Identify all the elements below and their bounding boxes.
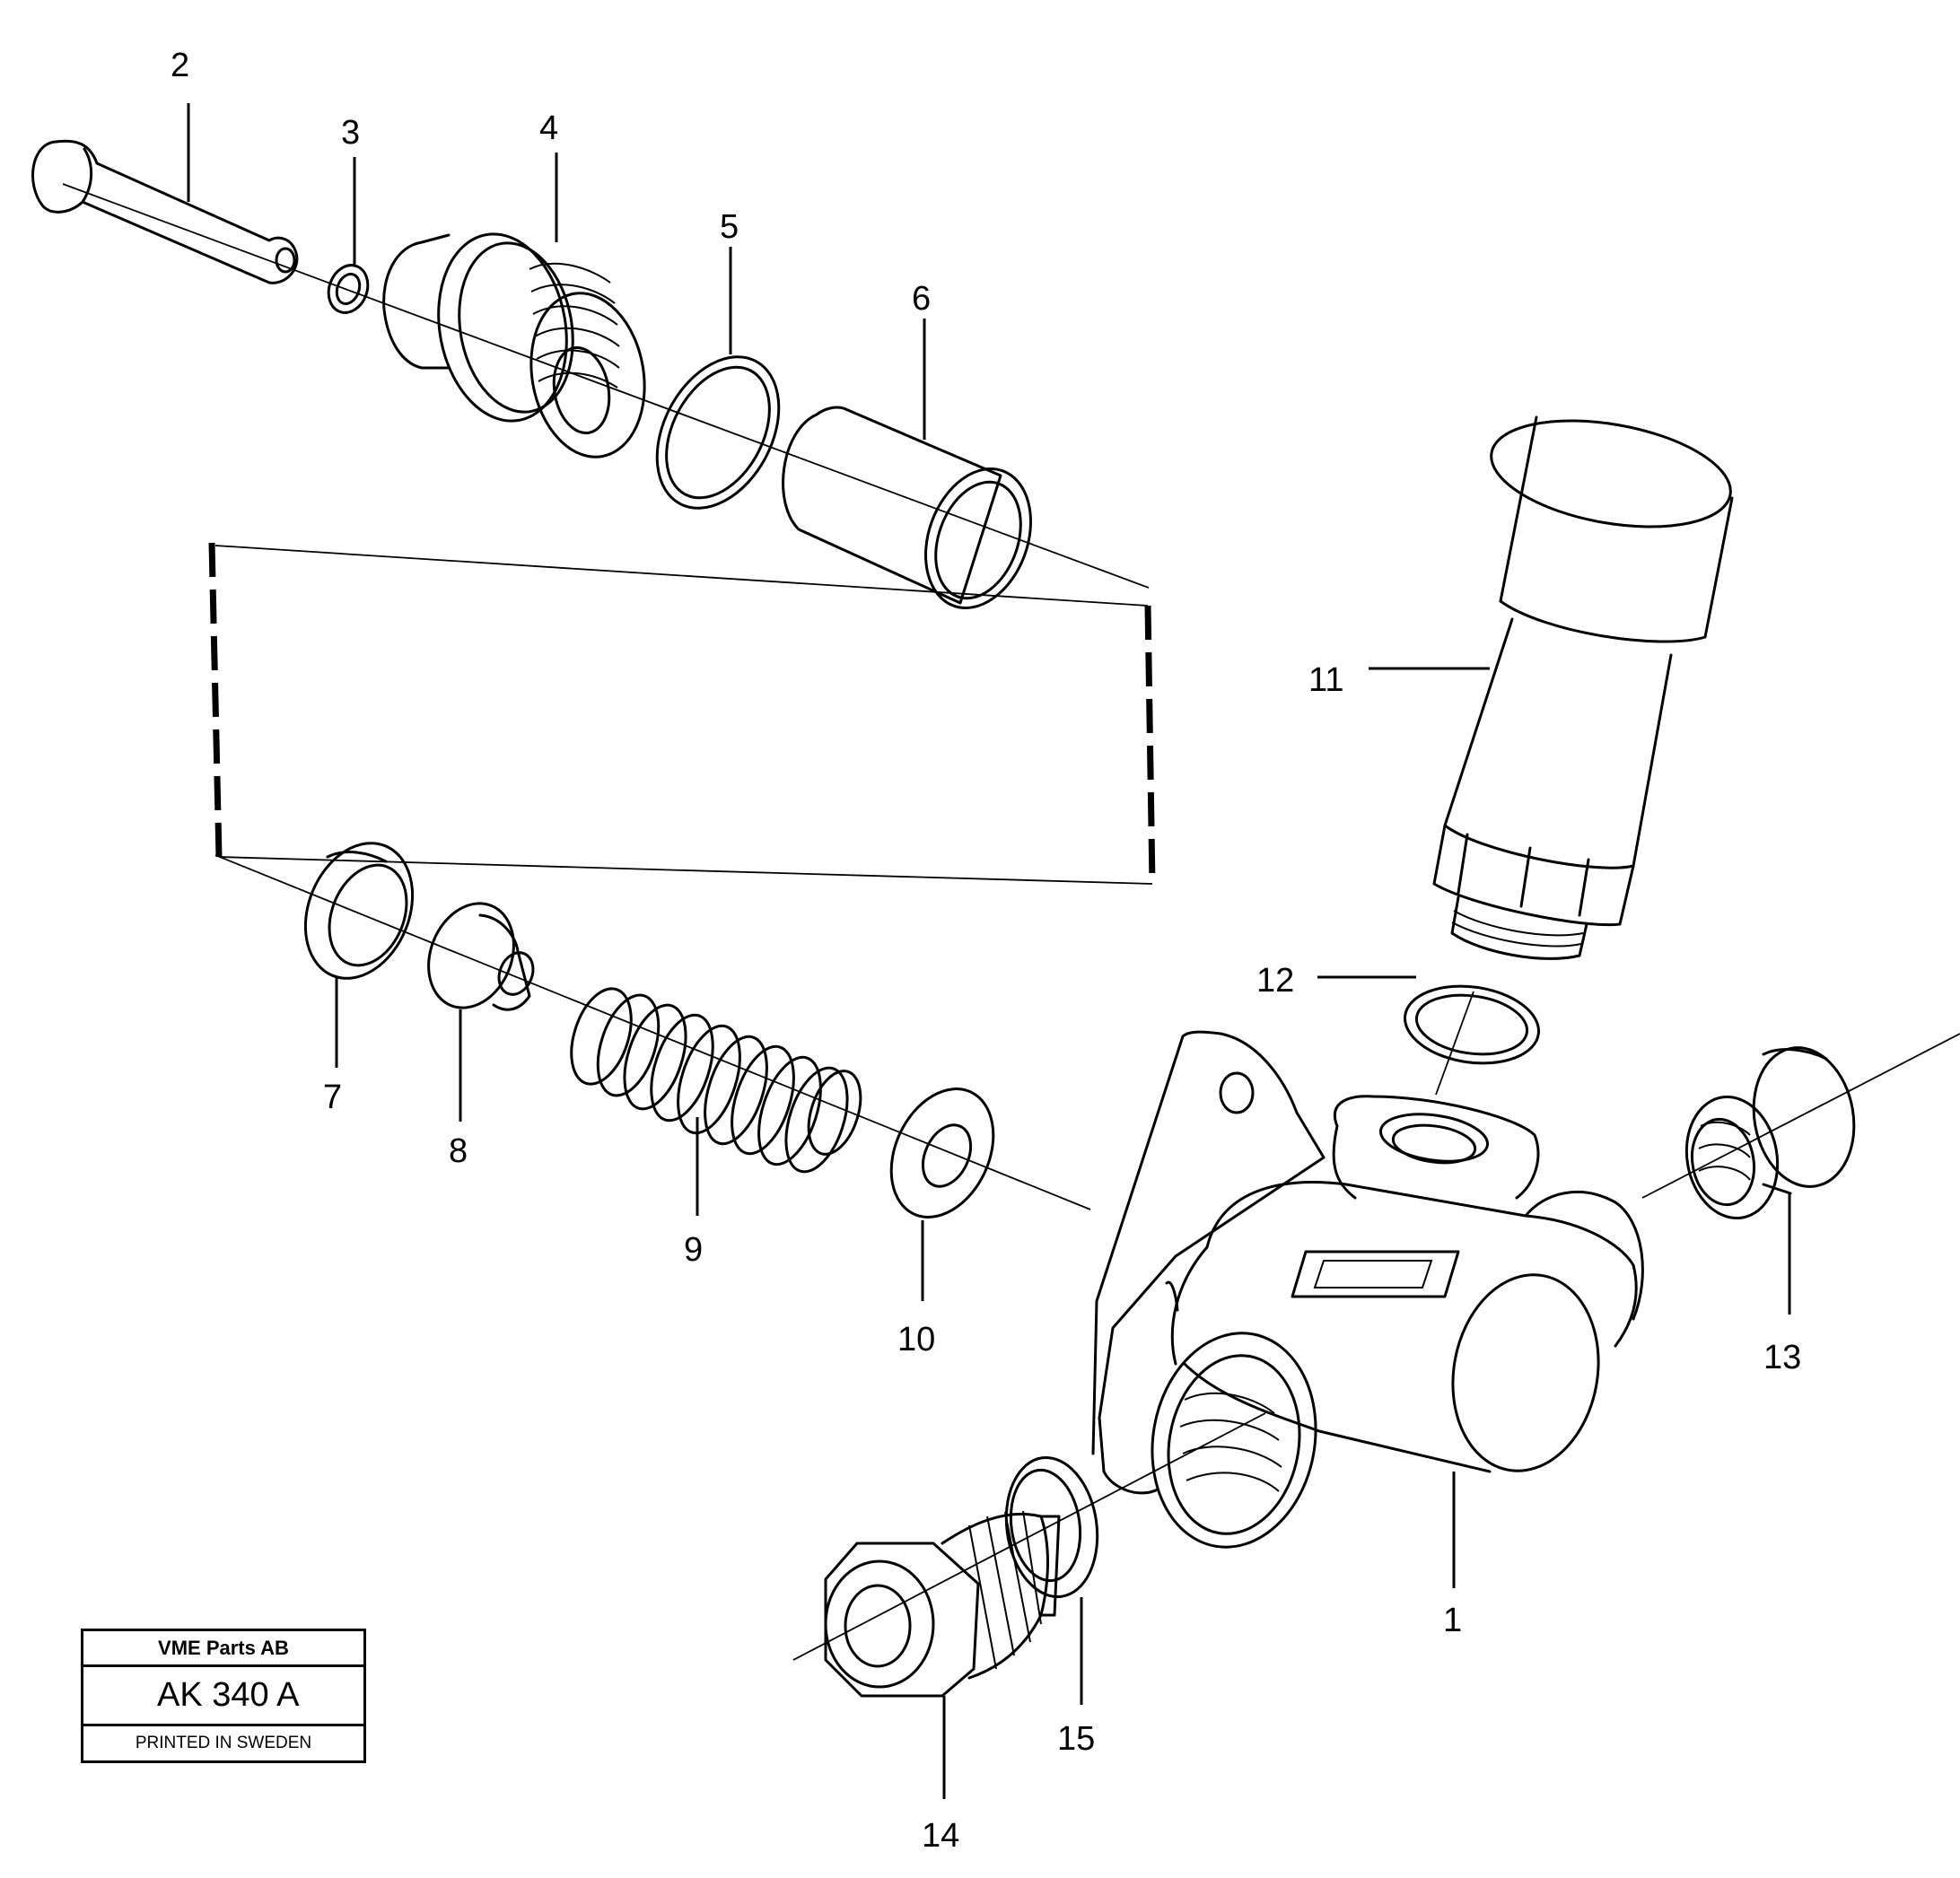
part-10-washer: [889, 1087, 995, 1219]
callout-6: 6: [912, 280, 931, 318]
part-12-o-ring: [1404, 984, 1540, 1065]
part-7-seal-cup: [303, 842, 415, 980]
stamp-printed: PRINTED IN SWEDEN: [135, 1734, 312, 1752]
part-6-sleeve: [782, 406, 1032, 609]
part-15-washer: [1004, 1455, 1099, 1599]
callout-10: 10: [897, 1321, 935, 1358]
title-stamp: VME Parts AB AK 340 A PRINTED IN SWEDEN: [81, 1629, 366, 1763]
part-13-threaded-plug: [1684, 1046, 1856, 1220]
part-3-small-ring: [327, 264, 370, 314]
callout-8: 8: [449, 1132, 468, 1170]
part-8-valve-poppet: [427, 902, 535, 1011]
assembly-axis-lines: [62, 183, 1960, 1661]
part-11-hand-primer: [1432, 415, 1734, 960]
callout-1: 1: [1443, 1602, 1462, 1639]
dashed-link-frame: [208, 542, 1156, 885]
part-2-pin: [31, 139, 299, 284]
part-5-o-ring: [655, 355, 781, 510]
callout-2: 2: [171, 47, 189, 84]
part-14-hex-fitting: [824, 1510, 1061, 1698]
part-4-threaded-plug: [382, 232, 646, 459]
callout-3: 3: [341, 114, 360, 152]
callout-14: 14: [922, 1817, 959, 1855]
callout-13: 13: [1763, 1339, 1801, 1376]
callout-12: 12: [1256, 962, 1294, 1000]
leader-lines: [187, 103, 1791, 1799]
stamp-company: VME Parts AB: [83, 1631, 363, 1667]
part-9-spring: [570, 987, 862, 1174]
part-1-pump-housing: [1091, 1030, 1644, 1549]
callout-11: 11: [1308, 661, 1343, 699]
stamp-code: AK 340 A: [83, 1667, 363, 1726]
callout-5: 5: [720, 208, 739, 246]
callout-7: 7: [323, 1079, 342, 1116]
callout-15: 15: [1057, 1720, 1095, 1758]
callout-labels: 2 3 4 5 6 11 12 7 8 9 10 13 1 15 14: [171, 47, 1801, 1855]
callout-9: 9: [684, 1231, 703, 1269]
callout-4: 4: [539, 109, 558, 147]
